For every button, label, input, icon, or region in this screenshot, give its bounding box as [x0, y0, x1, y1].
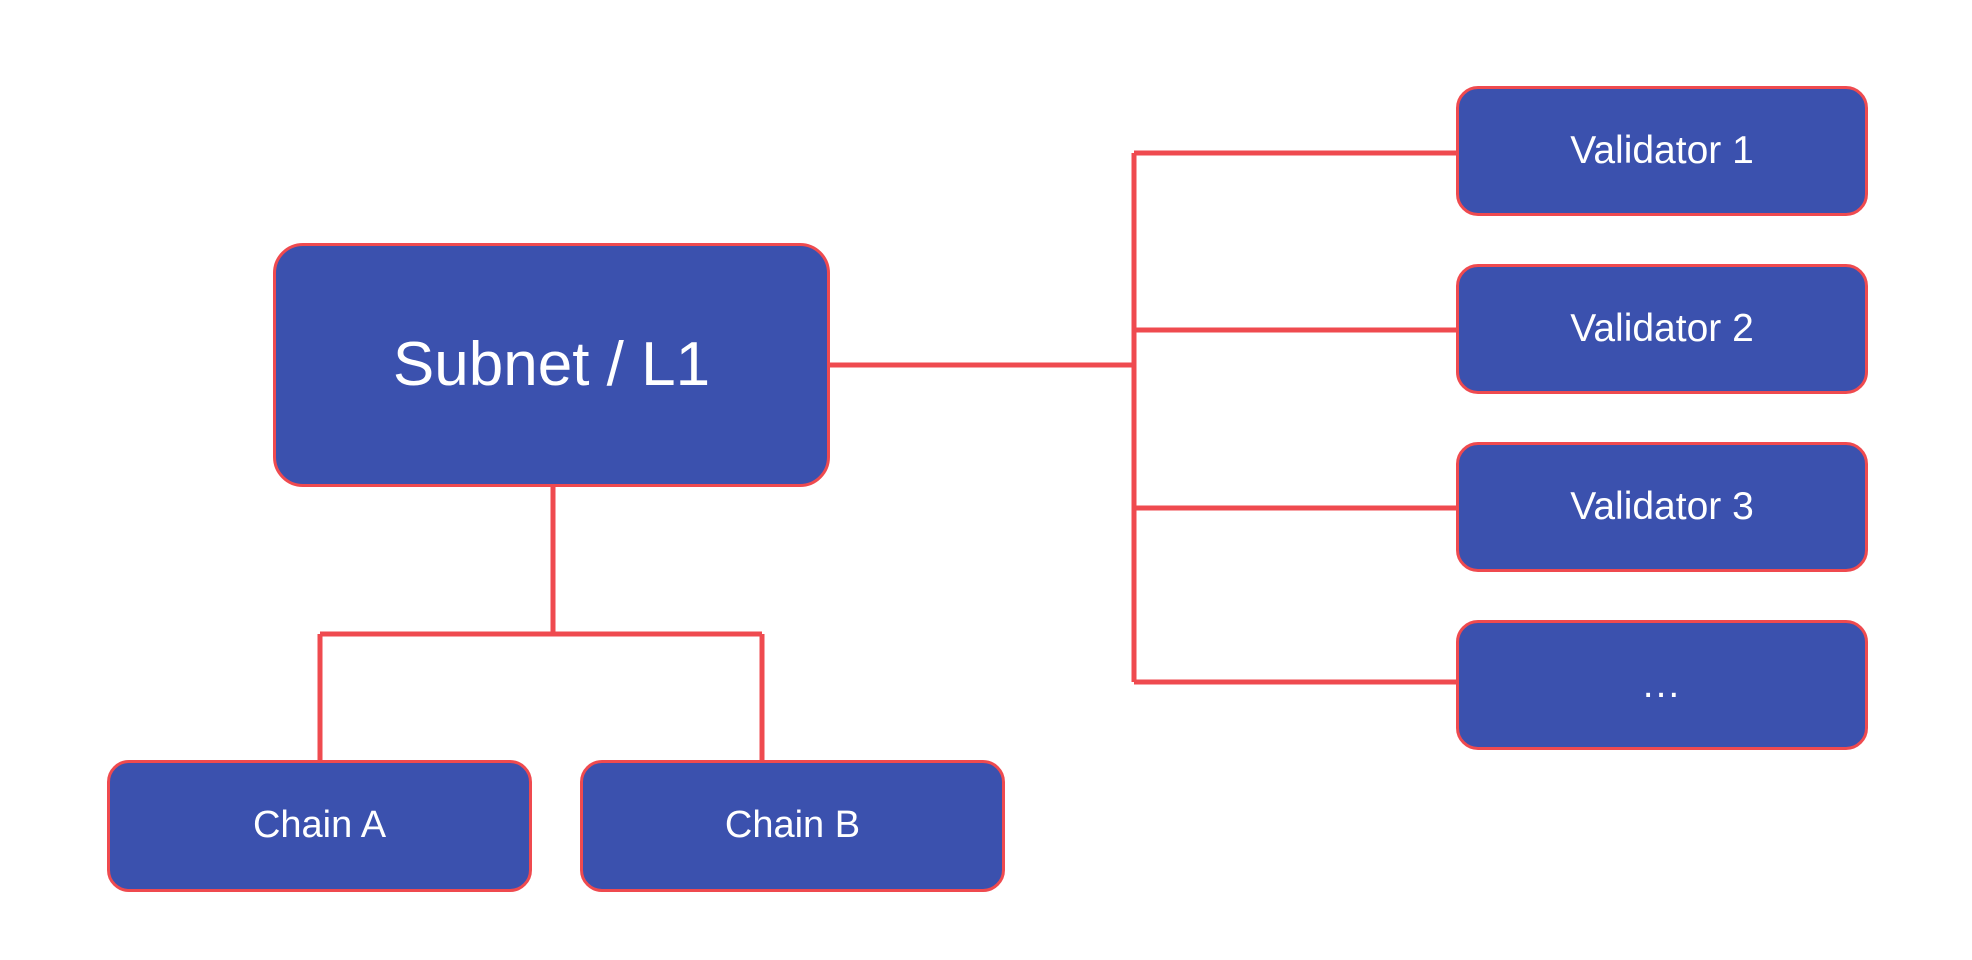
node-subnet-l1[interactable]: Subnet / L1 — [273, 243, 830, 487]
node-chain-a-label: Chain A — [252, 804, 387, 847]
node-chain-a[interactable]: Chain A — [107, 760, 532, 892]
node-subnet-l1-label: Subnet / L1 — [392, 329, 711, 399]
node-validator-3-label: Validator 3 — [1570, 484, 1754, 528]
node-chain-b[interactable]: Chain B — [580, 760, 1005, 892]
node-validator-1-label: Validator 1 — [1570, 128, 1754, 172]
node-validator-1[interactable]: Validator 1 — [1456, 86, 1868, 216]
node-chain-b-label: Chain B — [724, 804, 861, 847]
node-validator-2[interactable]: Validator 2 — [1456, 264, 1868, 394]
node-validator-more[interactable]: ... — [1456, 620, 1868, 750]
node-validator-2-label: Validator 2 — [1570, 306, 1754, 350]
node-validator-3[interactable]: Validator 3 — [1456, 442, 1868, 572]
node-validator-more-label: ... — [1642, 662, 1682, 706]
